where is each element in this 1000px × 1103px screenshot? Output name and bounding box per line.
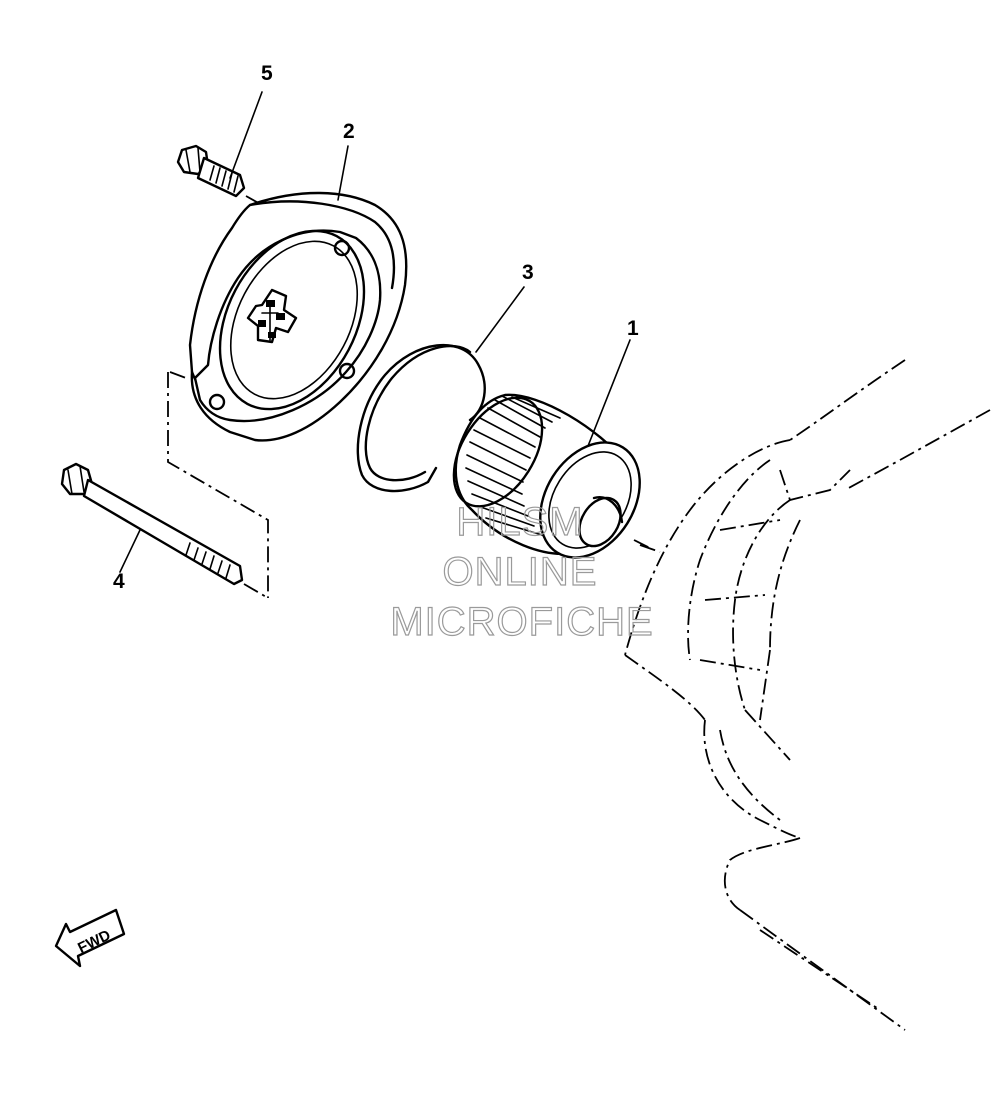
oil-filter-cover — [188, 191, 408, 442]
leader-lines — [119, 91, 631, 573]
watermark-line-3: MICROFICHE — [390, 600, 653, 644]
long-bolt — [60, 462, 244, 586]
callout-5: 5 — [261, 62, 273, 85]
callout-2: 2 — [343, 120, 355, 143]
watermark: HILSM ONLINE MICROFICHE — [390, 499, 654, 644]
callout-3: 3 — [522, 261, 534, 284]
callout-4: 4 — [113, 570, 125, 593]
fwd-arrow-icon: FWD — [54, 908, 126, 968]
watermark-line-1: HILSM — [456, 500, 583, 544]
watermark-line-2: ONLINE — [443, 550, 598, 594]
oil-filter-element — [452, 393, 651, 559]
crankcase-outline — [624, 359, 991, 1031]
short-bolt — [176, 144, 263, 206]
callout-1: 1 — [627, 317, 639, 340]
alignment-guides — [167, 371, 269, 599]
cover-center-hub — [246, 288, 298, 344]
